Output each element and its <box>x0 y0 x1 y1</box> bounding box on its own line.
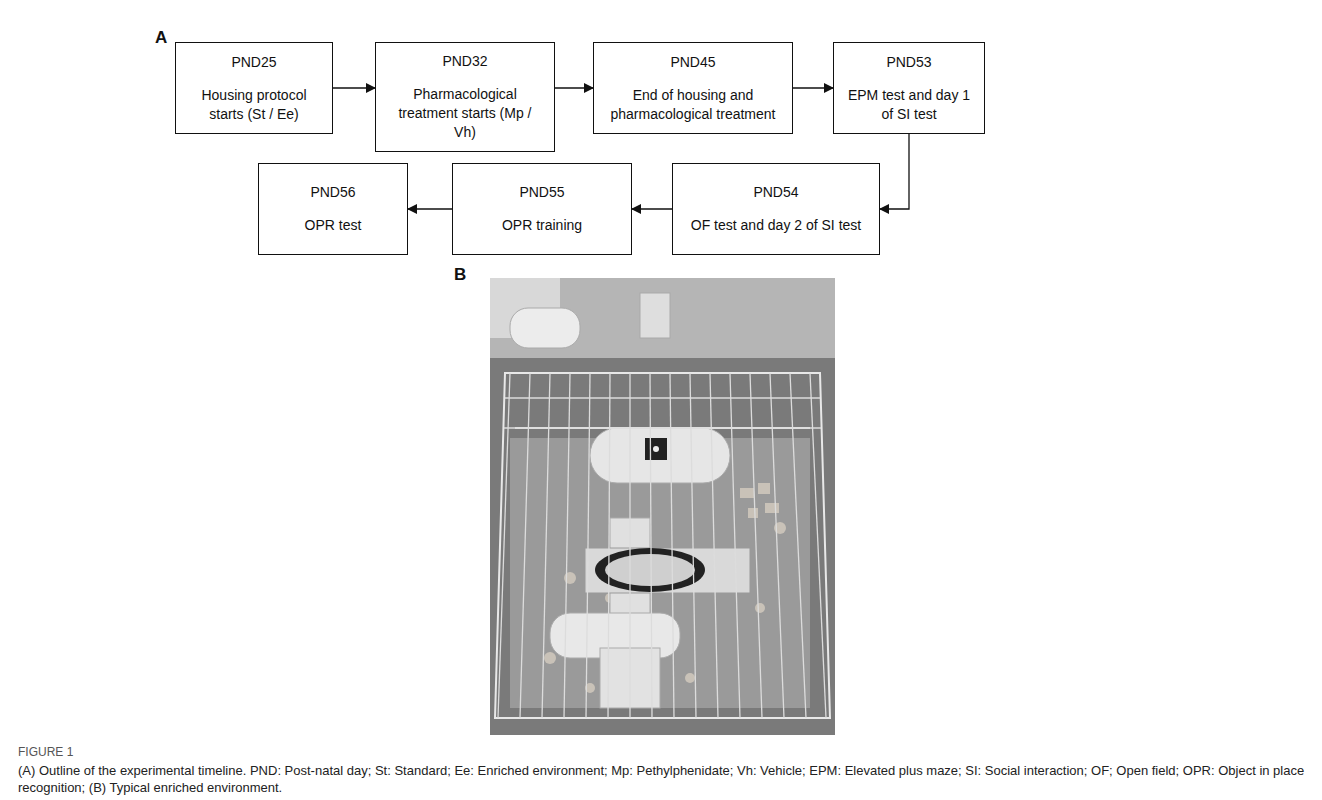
panel-letter: A <box>155 28 167 48</box>
day-label: PND45 <box>670 53 715 72</box>
timeline-box: PND54 OF test and day 2 of SI test <box>672 163 880 255</box>
day-label: PND56 <box>310 183 355 202</box>
enriched-cage-photo <box>490 278 835 735</box>
day-label: PND54 <box>753 183 798 202</box>
step-text: Housing protocol starts (St / Ee) <box>186 86 322 124</box>
timeline-box: PND45End of housing and pharmacological … <box>593 42 793 134</box>
flow-arrow <box>555 87 593 88</box>
flow-arrow <box>408 208 452 209</box>
flow-arrow <box>880 134 909 209</box>
timeline-box: PND25Housing protocol starts (St / Ee) <box>175 42 333 134</box>
step-text: EPM test and day 1 of SI test <box>844 86 974 124</box>
step-text: OPR test <box>305 216 362 235</box>
step-text: OF test and day 2 of SI test <box>691 216 861 235</box>
timeline-box: PND56OPR test <box>258 163 408 255</box>
day-label: PND32 <box>442 52 487 71</box>
panel-letter: B <box>454 265 466 285</box>
figure-number: FIGURE 1 <box>18 745 73 759</box>
day-label: PND25 <box>231 53 276 72</box>
flow-arrow <box>632 208 672 209</box>
flow-arrow <box>333 87 375 88</box>
figure-caption: (A) Outline of the experimental timeline… <box>18 762 1308 796</box>
timeline-box: PND53EPM test and day 1 of SI test <box>833 42 985 134</box>
timeline-box: PND55OPR training <box>452 163 632 255</box>
timeline-box: PND32Pharmacological treatment starts (M… <box>375 42 555 152</box>
flow-arrow <box>793 87 833 88</box>
day-label: PND55 <box>519 183 564 202</box>
step-text: Pharmacological treatment starts (Mp / V… <box>386 85 544 142</box>
step-text: OPR training <box>502 216 582 235</box>
day-label: PND53 <box>886 53 931 72</box>
step-text: End of housing and pharmacological treat… <box>604 86 782 124</box>
